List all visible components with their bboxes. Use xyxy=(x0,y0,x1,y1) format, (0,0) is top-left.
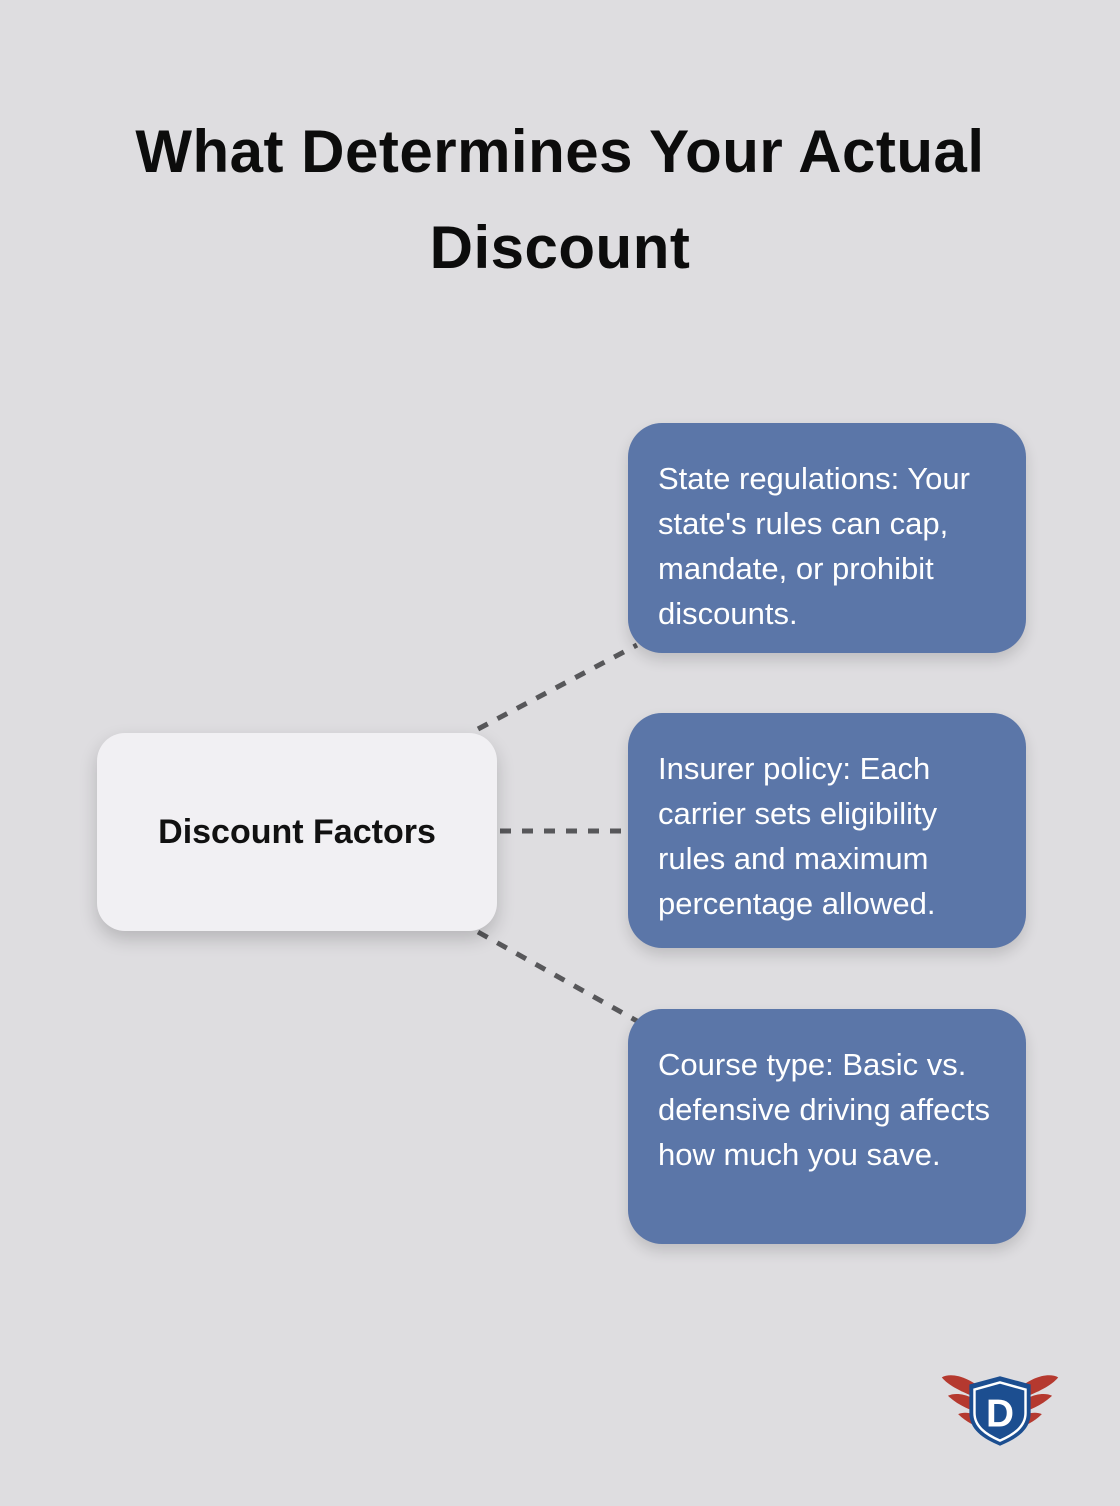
factor-text: Course type: Basic vs. defensive driving… xyxy=(658,1047,991,1172)
center-node-label: Discount Factors xyxy=(158,812,436,851)
brand-shield-d-logo-icon: D xyxy=(941,1375,1059,1446)
factor-box-state-regulations: State regulations: Your state's rules ca… xyxy=(628,423,1026,653)
logo-letter: D xyxy=(986,1392,1014,1435)
factor-text: State regulations: Your state's rules ca… xyxy=(658,461,970,631)
factor-box-course-type: Course type: Basic vs. defensive driving… xyxy=(628,1009,1026,1244)
connector-line-course-type xyxy=(476,929,639,1024)
factor-box-insurer-policy: Insurer policy: Each carrier sets eligib… xyxy=(628,713,1026,948)
shield-shape xyxy=(969,1376,1031,1446)
shield-inner-border xyxy=(973,1381,1027,1442)
page-title: What Determines Your Actual Discount xyxy=(135,118,985,281)
factor-text: Insurer policy: Each carrier sets eligib… xyxy=(658,751,938,921)
center-node-discount-factors: Discount Factors xyxy=(97,733,497,931)
connector-line-state-regulations xyxy=(476,642,639,732)
